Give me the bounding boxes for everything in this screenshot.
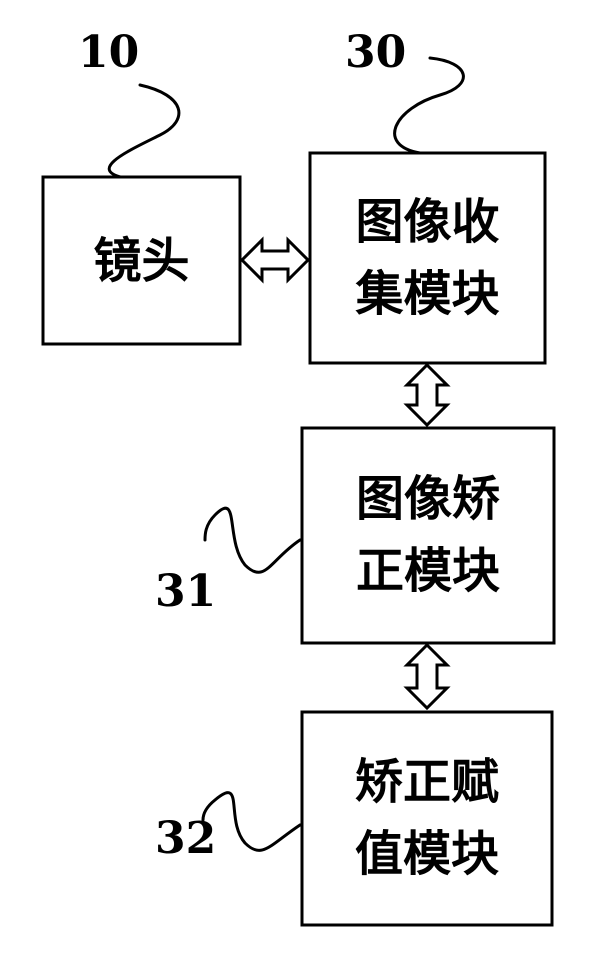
image-correction-ref-number: 31 bbox=[155, 566, 216, 617]
correction-assignment-label-line2: 值模块 bbox=[355, 826, 499, 882]
correction-assignment-double-arrow bbox=[407, 645, 447, 708]
correction-assignment-ref-number: 32 bbox=[155, 813, 216, 864]
image-correction-label-line1: 图像矫 bbox=[356, 471, 500, 527]
image-collection-ref-number: 30 bbox=[345, 27, 406, 78]
collection-correction-double-arrow bbox=[407, 365, 447, 425]
image-collection-block bbox=[310, 153, 545, 363]
lens-label: 镜头 bbox=[93, 233, 189, 289]
image-collection-label-line1: 图像收 bbox=[355, 194, 499, 250]
image-collection-label-line2: 集模块 bbox=[354, 266, 499, 322]
correction-assignment-block bbox=[302, 712, 552, 925]
correction-assignment-label-line1: 矫正赋 bbox=[355, 754, 499, 810]
image-correction-label-line2: 正模块 bbox=[356, 543, 500, 599]
lens-ref-number: 10 bbox=[78, 27, 139, 78]
correction-assignment-leader-line bbox=[203, 793, 300, 851]
lens-collection-double-arrow bbox=[242, 240, 308, 280]
image-correction-block bbox=[302, 428, 554, 643]
image-correction-leader-line bbox=[205, 508, 300, 572]
lens-leader-line bbox=[109, 85, 179, 178]
